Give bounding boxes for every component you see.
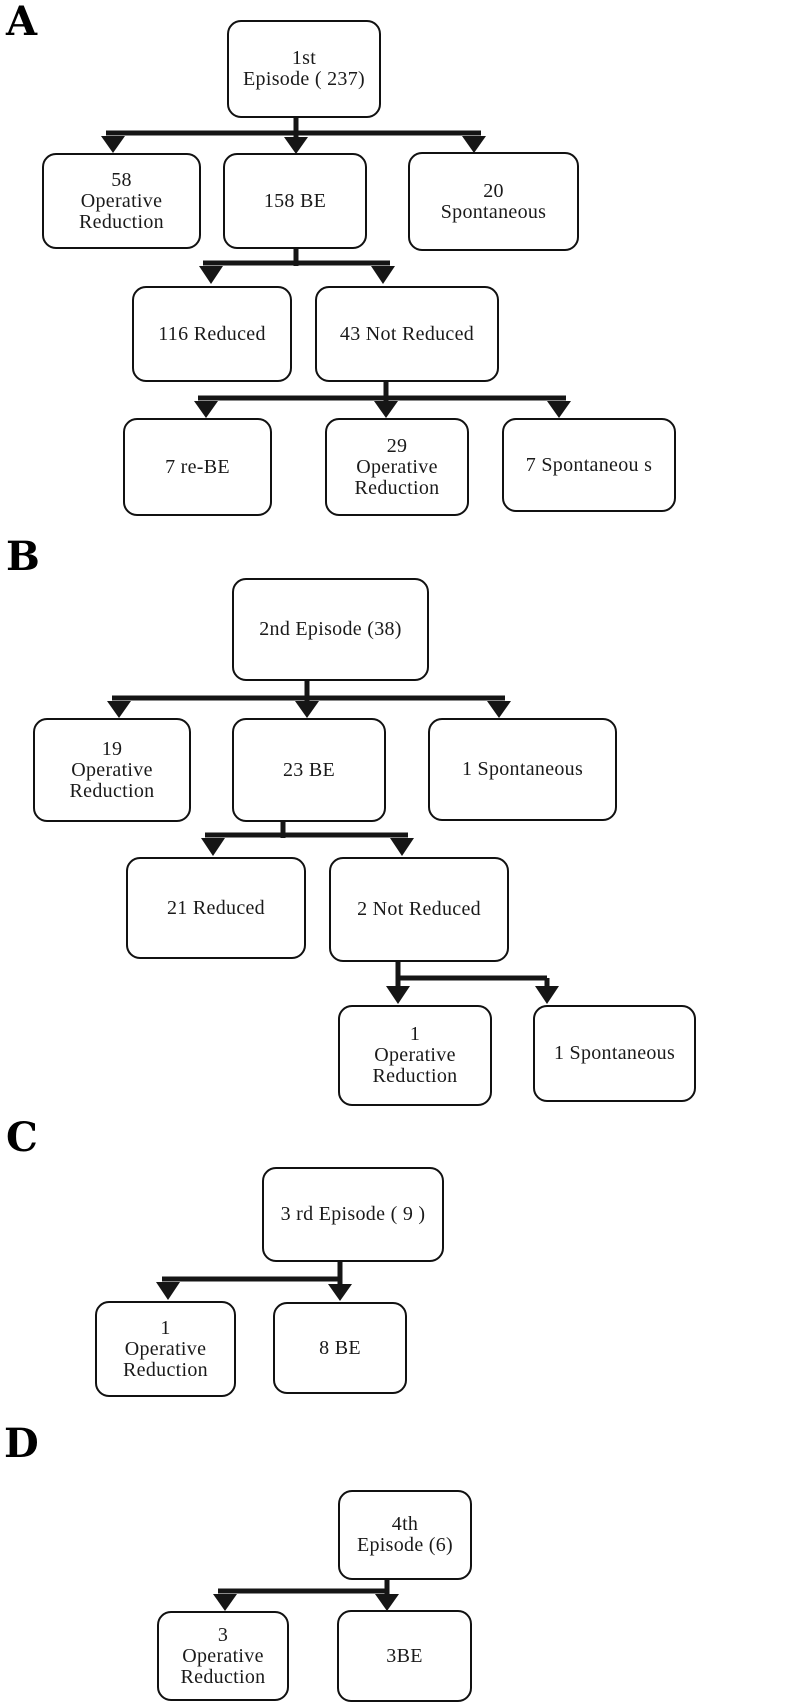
edge-b-notreduced2-to-row4 bbox=[386, 955, 559, 1004]
node-be-23: 23 BE bbox=[232, 718, 386, 822]
node-line: 1 bbox=[409, 1023, 421, 1045]
node-re-be-7: 7 re-BE bbox=[123, 418, 272, 516]
node-line: 21 Reduced bbox=[167, 896, 265, 919]
node-line: Reduction bbox=[372, 1065, 458, 1087]
node-line: 19 bbox=[101, 737, 123, 760]
node-line: 3 bbox=[217, 1623, 229, 1646]
panel-label-c: C bbox=[6, 1114, 38, 1161]
edge-c-episode3-to-row2 bbox=[156, 1256, 352, 1301]
node-line: Operative bbox=[356, 455, 438, 478]
node-spontaneous-1: 1 Spontaneous bbox=[428, 718, 617, 821]
node-spontaneous-20: 20 Spontaneous bbox=[408, 152, 579, 251]
node-line: Episode ( 237) bbox=[243, 68, 365, 90]
node-line: 1 Spontaneous bbox=[553, 1042, 676, 1064]
node-line: 58 bbox=[111, 168, 132, 191]
node-spontaneous-7: 7 Spontaneou s bbox=[502, 418, 676, 512]
node-line: Episode (6) bbox=[356, 1534, 454, 1556]
node-line: Reduction bbox=[123, 1358, 208, 1381]
node-line: 7 Spontaneou s bbox=[525, 453, 653, 476]
node-third-episode: 3 rd Episode ( 9 ) bbox=[262, 1167, 444, 1262]
node-line: 1 Spontaneous bbox=[461, 758, 584, 780]
node-line: Operative bbox=[71, 758, 153, 781]
node-not-reduced-2: 2 Not Reduced bbox=[329, 857, 509, 962]
edge-a-episode1-to-row2 bbox=[101, 112, 486, 154]
node-be-3: 3BE bbox=[337, 1610, 472, 1702]
node-operative-reduction-1: 1 Operative Reduction bbox=[338, 1005, 492, 1106]
node-second-episode: 2nd Episode (38) bbox=[232, 578, 429, 681]
node-reduced-116: 116 Reduced bbox=[132, 286, 292, 382]
node-operative-reduction-3: 3 Operative Reduction bbox=[157, 1611, 289, 1701]
node-fourth-episode: 4th Episode (6) bbox=[338, 1490, 472, 1580]
node-line: Operative bbox=[182, 1644, 264, 1667]
node-line: Operative bbox=[374, 1044, 456, 1066]
node-operative-reduction-58: 58 Operative Reduction bbox=[42, 153, 201, 249]
node-spontaneous-1-second: 1 Spontaneous bbox=[533, 1005, 696, 1102]
edge-b-episode2-to-row2 bbox=[107, 675, 511, 718]
node-not-reduced-43: 43 Not Reduced bbox=[315, 286, 499, 382]
edge-b-be23-to-row3 bbox=[201, 815, 414, 856]
node-line: 2nd Episode (38) bbox=[259, 618, 402, 640]
node-line: Reduction bbox=[354, 476, 440, 499]
node-line: Reduction bbox=[180, 1665, 266, 1688]
node-operative-reduction-1c: 1 Operative Reduction bbox=[95, 1301, 236, 1397]
node-line: 2 Not Reduced bbox=[357, 898, 481, 920]
node-line: 3BE bbox=[386, 1644, 423, 1667]
node-line: 8 BE bbox=[319, 1336, 361, 1359]
panel-label-a: A bbox=[6, 0, 38, 45]
node-operative-reduction-29: 29 Operative Reduction bbox=[325, 418, 469, 516]
edge-a-be158-to-row3 bbox=[199, 243, 395, 284]
node-line: Operative bbox=[124, 1337, 207, 1360]
node-line: 1st bbox=[291, 47, 317, 69]
node-line: 23 BE bbox=[282, 758, 336, 781]
node-line: Operative bbox=[80, 189, 163, 212]
node-reduced-21: 21 Reduced bbox=[126, 857, 306, 959]
edge-a-notreduced43-to-row4 bbox=[194, 376, 571, 418]
node-line: 1 bbox=[160, 1316, 171, 1339]
node-line: Reduction bbox=[79, 210, 164, 233]
node-line: 43 Not Reduced bbox=[339, 322, 475, 345]
node-line: 29 bbox=[386, 434, 408, 457]
node-line: Reduction bbox=[69, 779, 155, 802]
node-line: 7 re-BE bbox=[165, 455, 230, 478]
node-be-8: 8 BE bbox=[273, 1302, 407, 1394]
node-line: 158 BE bbox=[263, 189, 327, 212]
node-line: 3 rd Episode ( 9 ) bbox=[280, 1203, 426, 1225]
node-line: Spontaneous bbox=[440, 200, 547, 223]
node-first-episode: 1st Episode ( 237) bbox=[227, 20, 381, 118]
node-line: 4th bbox=[391, 1513, 419, 1535]
panel-label-d: D bbox=[4, 1420, 39, 1467]
panel-label-b: B bbox=[6, 533, 40, 580]
node-be-158: 158 BE bbox=[223, 153, 367, 249]
node-line: 20 bbox=[483, 179, 504, 202]
node-operative-reduction-19: 19 Operative Reduction bbox=[33, 718, 191, 822]
node-line: 116 Reduced bbox=[158, 322, 266, 345]
